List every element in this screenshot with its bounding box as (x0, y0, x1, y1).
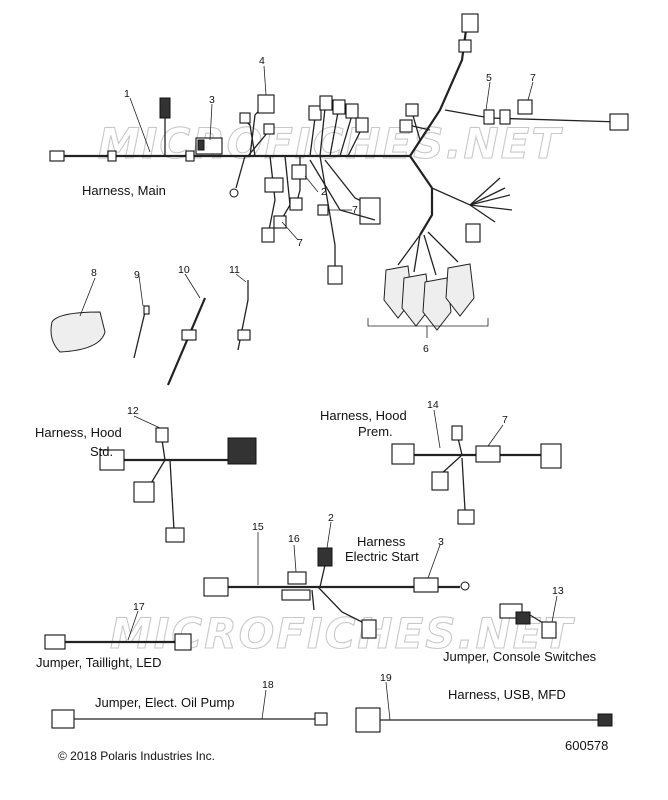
callout-12: 12 (127, 405, 139, 417)
diagram-number: 600578 (565, 738, 608, 753)
jumper-console-switches (499, 603, 557, 639)
callout-4: 4 (259, 55, 265, 67)
main-left-connector (49, 150, 65, 162)
callout-5: 5 (486, 72, 492, 84)
callout-7-center: 7 (352, 204, 358, 216)
label-hood-std-line2: Std. (90, 444, 113, 459)
callout-16: 16 (288, 533, 300, 545)
callout-7-mid: 7 (297, 237, 303, 249)
callout-3-top: 3 (209, 94, 215, 106)
callout-7-top: 7 (530, 72, 536, 84)
label-electric-start-line1: Harness (357, 534, 406, 549)
callout-9: 9 (134, 269, 140, 281)
label-jumper-taillight: Jumper, Taillight, LED (36, 655, 162, 670)
callout-10: 10 (178, 264, 190, 276)
harness-hood-prem (391, 425, 562, 525)
callout-1: 1 (124, 88, 130, 100)
label-hood-prem-line2: Prem. (358, 424, 393, 439)
harness-usb (355, 707, 613, 733)
label-jumper-oil-pump: Jumper, Elect. Oil Pump (95, 695, 234, 710)
callout-15: 15 (252, 521, 264, 533)
harness-hood-std (99, 427, 257, 543)
callout-6: 6 (423, 343, 429, 355)
label-harness-usb: Harness, USB, MFD (448, 687, 566, 702)
callout-18: 18 (262, 679, 274, 691)
callout-11: 11 (229, 264, 240, 276)
harness-electric-start (203, 547, 470, 639)
leader-lines (79, 65, 558, 721)
footer: © 2018 Polaris Industries Inc. 600578 (58, 738, 608, 763)
callout-14: 14 (427, 399, 439, 411)
loose-parts (50, 280, 251, 386)
label-hood-std-line1: Harness, Hood (35, 425, 122, 440)
label-harness-main: Harness, Main (82, 183, 166, 198)
callout-2-start: 2 (328, 512, 334, 524)
main-harness (49, 13, 629, 338)
label-electric-start-line2: Electric Start (345, 549, 419, 564)
part-labels: Harness, Main Harness, Hood Std. Harness… (35, 183, 597, 710)
label-hood-prem-line1: Harness, Hood (320, 408, 407, 423)
watermark-top: MICROFICHES.NET (98, 119, 563, 168)
copyright-text: © 2018 Polaris Industries Inc. (58, 749, 215, 763)
callout-17: 17 (133, 601, 145, 613)
callout-13: 13 (552, 585, 564, 597)
callouts: 1 3 4 5 7 2 7 7 6 8 9 10 11 12 14 7 15 1… (91, 55, 564, 691)
callout-2-top: 2 (321, 186, 327, 198)
label-jumper-console: Jumper, Console Switches (443, 649, 597, 664)
callout-19: 19 (380, 672, 392, 684)
jumper-taillight (44, 633, 192, 651)
callout-7-prem: 7 (502, 414, 508, 426)
callout-3-start: 3 (438, 536, 444, 548)
callout-8: 8 (91, 267, 97, 279)
jumper-oil-pump (51, 709, 328, 729)
